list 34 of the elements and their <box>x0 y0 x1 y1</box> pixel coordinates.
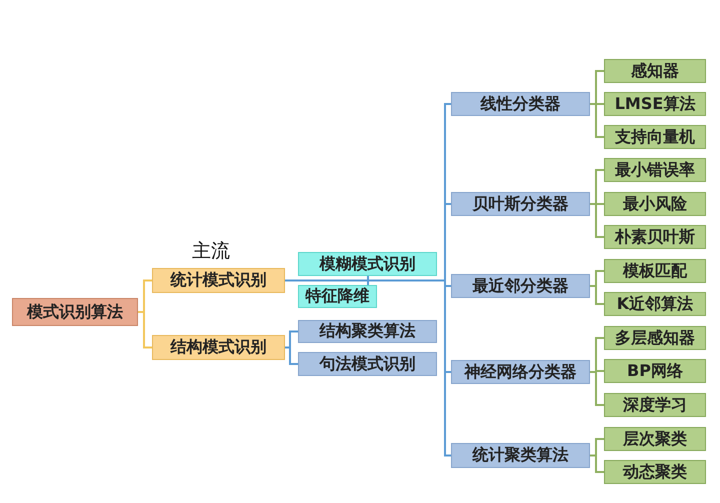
method-box: 结构聚类算法 <box>298 320 437 343</box>
method-box: 模糊模式识别 <box>298 252 437 276</box>
category-box: 统计模式识别 <box>152 268 285 293</box>
algorithm-box: 层次聚类 <box>604 427 706 451</box>
connector-line <box>590 285 604 305</box>
annotation-text: 主流 <box>192 239 230 264</box>
classifier-box: 贝叶斯分类器 <box>451 192 590 216</box>
algorithm-box: 感知器 <box>604 59 706 83</box>
connector-line <box>138 311 152 348</box>
root-box: 模式识别算法 <box>12 298 138 326</box>
connector-line <box>285 280 451 456</box>
algorithm-box: 深度学习 <box>604 393 706 417</box>
algorithm-box: 模板匹配 <box>604 259 706 283</box>
connector-line <box>590 371 604 406</box>
algorithm-box: 多层感知器 <box>604 326 706 350</box>
classifier-box: 线性分类器 <box>451 92 590 116</box>
algorithm-box: BP网络 <box>604 359 706 383</box>
algorithm-box: 最小错误率 <box>604 158 706 182</box>
classifier-box: 统计聚类算法 <box>451 443 590 468</box>
method-box: 特征降维 <box>298 285 377 308</box>
algorithm-box: 动态聚类 <box>604 460 706 484</box>
category-box: 结构模式识别 <box>152 335 285 360</box>
connector-line <box>590 203 604 238</box>
connector-line <box>590 103 604 138</box>
method-box: 句法模式识别 <box>298 352 437 376</box>
algorithm-box: 朴素贝叶斯 <box>604 225 706 249</box>
connector-line <box>590 454 604 473</box>
algorithm-box: K近邻算法 <box>604 292 706 316</box>
classifier-box: 最近邻分类器 <box>451 274 590 298</box>
algorithm-box: 最小风险 <box>604 192 706 216</box>
algorithm-box: 支持向量机 <box>604 125 706 149</box>
classifier-box: 神经网络分类器 <box>451 360 590 384</box>
algorithm-box: LMSE算法 <box>604 92 706 116</box>
connector-line <box>285 346 298 365</box>
